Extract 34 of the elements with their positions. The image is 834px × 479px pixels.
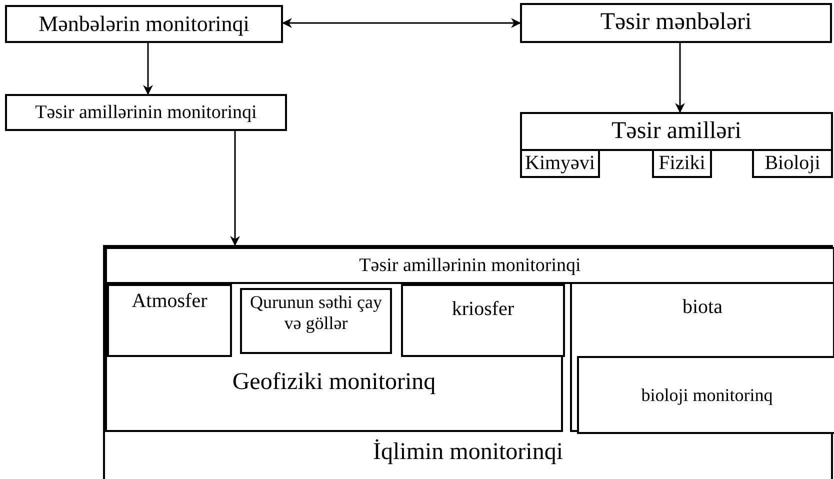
node-label: Geofiziki monitorinq xyxy=(232,369,436,397)
node-label: Bioloji xyxy=(764,152,820,175)
group-box xyxy=(570,282,834,432)
group-box xyxy=(105,282,563,432)
node-label: Təsir amillərinin monitorinqi xyxy=(35,102,257,124)
node-label: Fiziki xyxy=(658,152,706,175)
component-box xyxy=(240,288,392,354)
node-label: İqlimin monitorinqi xyxy=(373,439,563,467)
category-box xyxy=(652,149,712,178)
process-box xyxy=(5,94,287,131)
component-box xyxy=(401,284,565,357)
category-box xyxy=(752,149,833,178)
process-box xyxy=(520,112,833,151)
node-label: Atmosfer xyxy=(132,290,208,313)
category-box xyxy=(520,149,600,178)
node-label: Mənbələrin monitorinqi xyxy=(38,11,250,37)
node-label: bioloji monitorinq xyxy=(641,384,773,406)
component-box xyxy=(577,356,834,434)
outer-frame xyxy=(103,245,833,479)
node-label: Təsir amilləri xyxy=(612,118,742,146)
arrow xyxy=(282,18,521,28)
node-label: Təsir mənbələri xyxy=(600,9,752,37)
header-band xyxy=(105,247,834,284)
node-label: Qurunun səthi çay və göllər xyxy=(249,292,383,334)
node-label: Təsir amillərinin monitorinqi xyxy=(359,254,581,276)
node-label: biota xyxy=(682,296,722,319)
arrow xyxy=(230,131,240,246)
arrow xyxy=(143,43,153,95)
node-label: kriosfer xyxy=(452,298,514,321)
arrow xyxy=(675,43,685,113)
node-label: Kimyəvi xyxy=(525,152,595,175)
component-box xyxy=(107,284,232,357)
process-box xyxy=(520,3,832,43)
process-box xyxy=(5,5,283,43)
